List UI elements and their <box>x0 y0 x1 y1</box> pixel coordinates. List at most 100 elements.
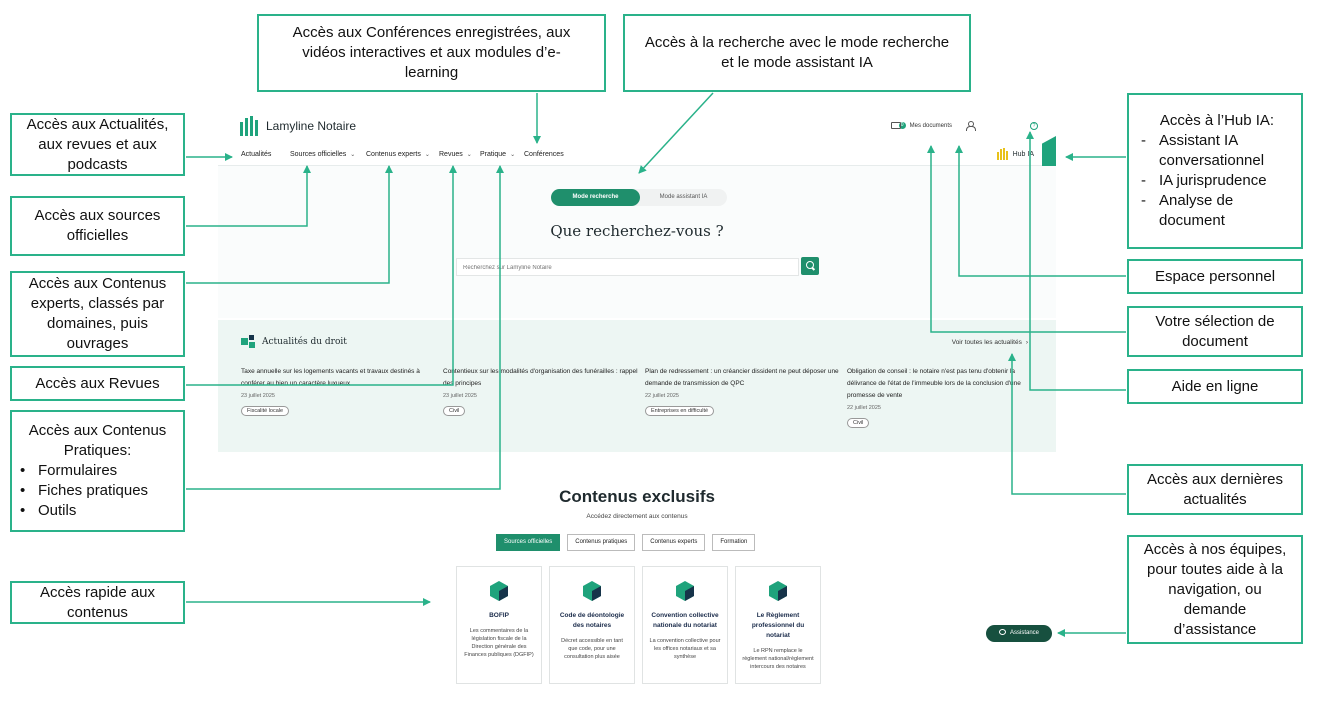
news-card[interactable]: Contentieux sur les modalités d'organisa… <box>443 366 638 417</box>
logo[interactable]: Lamyline Notaire <box>240 116 356 136</box>
tab-contenus-pratiques[interactable]: Contenus pratiques <box>567 534 636 551</box>
nav-item-label: Pratique <box>480 151 507 158</box>
callout-reviews: Accès aux Revues <box>10 366 185 401</box>
nav-item-sources-officielles[interactable]: Sources officielles⌄ <box>290 151 355 158</box>
my-documents-button[interactable]: 0 Mes documents <box>890 122 952 129</box>
content-card[interactable]: Convention collective nationale du notar… <box>642 566 728 684</box>
exclusive-title: Contenus exclusifs <box>559 487 715 506</box>
nav-item-pratique[interactable]: Pratique⌄ <box>480 151 515 158</box>
content-cards: BOFIP Les commentaires de la législation… <box>456 566 821 684</box>
mode-search-button[interactable]: Mode recherche <box>551 189 640 206</box>
user-icon[interactable] <box>966 121 976 131</box>
news-card-tag[interactable]: Entreprises en difficulté <box>645 406 715 416</box>
news-card-title: Contentieux sur les modalités d'organisa… <box>443 368 638 387</box>
news-card-date: 23 juillet 2025 <box>241 393 275 399</box>
nav-item-label: Sources officielles <box>290 151 347 158</box>
callout-line: actualités <box>1183 490 1247 508</box>
chevron-right-icon: › <box>1025 339 1028 346</box>
callout-line: Analyse de document <box>1159 192 1234 229</box>
callout-line: Formulaires <box>38 462 118 479</box>
news-header: Actualités du droit <box>241 335 347 349</box>
callout-list-item: •Outils <box>20 502 77 519</box>
lamyline-logo-icon <box>240 116 260 136</box>
callout-line: learning <box>404 64 459 81</box>
content-card[interactable]: BOFIP Les commentaires de la législation… <box>456 566 542 684</box>
news-card-title: Taxe annuelle sur les logements vacants … <box>241 368 420 387</box>
news-card-date: 22 juillet 2025 <box>847 405 881 411</box>
callout-line: aux revues et aux <box>38 135 157 153</box>
search-input[interactable] <box>463 261 783 274</box>
content-card[interactable]: Le Règlement professionnel du notariat L… <box>735 566 821 684</box>
callout-line: Accès à la recherche avec le mode recher… <box>644 34 950 51</box>
callout-line: Pratiques: <box>63 442 132 459</box>
content-card-description: Décret accessible en tant que code, pour… <box>561 638 623 660</box>
search-section: Mode recherche Mode assistant IA Que rec… <box>218 166 1056 318</box>
hub-ia-button[interactable]: Hub IA <box>996 148 1034 160</box>
callout-hub-ia: Accès à l’Hub IA: -Assistant IA conversa… <box>1127 93 1303 249</box>
callout-line: officielles <box>66 227 129 244</box>
callout-list-item: •Fiches pratiques <box>20 482 149 499</box>
nav-item-label: Actualités <box>241 151 272 158</box>
see-all-news-link[interactable]: Voir toutes les actualités› <box>952 339 1028 346</box>
callout-line: Assistant IA conversationnel <box>1159 132 1265 169</box>
assistance-button[interactable]: Assistance <box>986 625 1052 642</box>
main-nav: Actualités Sources officielles⌄ Contenus… <box>218 142 1056 166</box>
callout-list-item: -IA jurisprudence <box>1141 172 1267 189</box>
callout-latest-news: Accès aux dernières actualités <box>1127 464 1303 515</box>
callout-line: demande <box>1183 600 1247 618</box>
news-card-date: 22 juillet 2025 <box>645 393 679 399</box>
folder-icon <box>890 122 901 129</box>
callout-news-reviews-podcasts: Accès aux Actualités, aux revues et aux … <box>10 113 185 176</box>
callout-line: Accès à nos équipes, <box>1143 540 1287 558</box>
callout-recordings: Accès aux Conférences enregistrées, aux … <box>257 14 606 92</box>
cube-icon <box>676 581 694 601</box>
news-card-title: Obligation de conseil : le notaire n'est… <box>847 368 1021 399</box>
nav-item-actualites[interactable]: Actualités <box>241 151 271 158</box>
callout-line: Accès aux Contenus <box>28 275 167 292</box>
chevron-down-icon: ⌄ <box>466 152 472 158</box>
callout-line: Accès aux Revues <box>35 374 160 392</box>
nav-item-contenus-experts[interactable]: Contenus experts⌄ <box>366 151 430 158</box>
news-card[interactable]: Plan de redressement : un créancier diss… <box>645 366 840 417</box>
cube-icon <box>583 581 601 601</box>
nav-item-revues[interactable]: Revues⌄ <box>439 151 472 158</box>
news-card-tag[interactable]: Civil <box>443 406 466 416</box>
callout-line: navigation, ou <box>1168 580 1262 598</box>
callout-line: Accès aux Conférences enregistrées, aux <box>292 24 571 41</box>
news-card-tag[interactable]: Civil <box>847 418 870 428</box>
news-card[interactable]: Obligation de conseil : le notaire n'est… <box>847 366 1042 429</box>
callout-line: Accès aux Contenus <box>28 422 167 439</box>
callout-official-sources: Accès aux sources officielles <box>10 196 185 256</box>
documents-count-badge: 0 <box>898 122 906 129</box>
callout-line: podcasts <box>67 155 128 173</box>
top-bar: Lamyline Notaire 0 Mes documents ? <box>218 100 1056 142</box>
callout-document-selection: Votre sélection de document <box>1127 306 1303 357</box>
callout-line: Accès aux sources <box>34 207 161 224</box>
logo-text: Lamyline Notaire <box>266 119 357 133</box>
content-card-title: Convention collective nationale du notar… <box>651 612 719 629</box>
news-section: Actualités du droit Voir toutes les actu… <box>218 320 1056 452</box>
chat-bubble-icon <box>998 629 1006 635</box>
tab-contenus-experts[interactable]: Contenus experts <box>642 534 706 551</box>
news-card-date: 23 juillet 2025 <box>443 393 477 399</box>
news-card[interactable]: Taxe annuelle sur les logements vacants … <box>241 366 436 417</box>
tab-sources-officielles[interactable]: Sources officielles <box>496 534 561 551</box>
tab-formation[interactable]: Formation <box>712 534 756 551</box>
callout-line: Accès aux dernières <box>1147 470 1283 488</box>
callout-line: Fiches pratiques <box>38 482 149 499</box>
content-card[interactable]: Code de déontologie des notaires Décret … <box>549 566 635 684</box>
news-card-tag[interactable]: Fiscalité locale <box>241 406 290 416</box>
mode-assistant-button[interactable]: Mode assistant IA <box>659 194 708 200</box>
callout-line: Accès aux Actualités, <box>26 115 169 133</box>
callout-search-modes: Accès à la recherche avec le mode recher… <box>623 14 971 92</box>
help-icon[interactable]: ? <box>1030 121 1038 130</box>
top-actions: 0 Mes documents ? <box>890 121 1038 131</box>
callout-expert-content: Accès aux Contenus experts, classés par … <box>10 271 185 357</box>
callout-list: -Assistant IA conversationnel -IA jurisp… <box>1141 131 1293 231</box>
callout-line: IA jurisprudence <box>1159 172 1267 189</box>
search-button[interactable] <box>801 257 819 275</box>
see-all-label: Voir toutes les actualités <box>951 339 1022 346</box>
cube-icon <box>769 581 787 601</box>
nav-item-conferences[interactable]: Conférences <box>524 151 564 158</box>
callout-line: vidéos interactives et aux modules d’e- <box>302 44 561 61</box>
